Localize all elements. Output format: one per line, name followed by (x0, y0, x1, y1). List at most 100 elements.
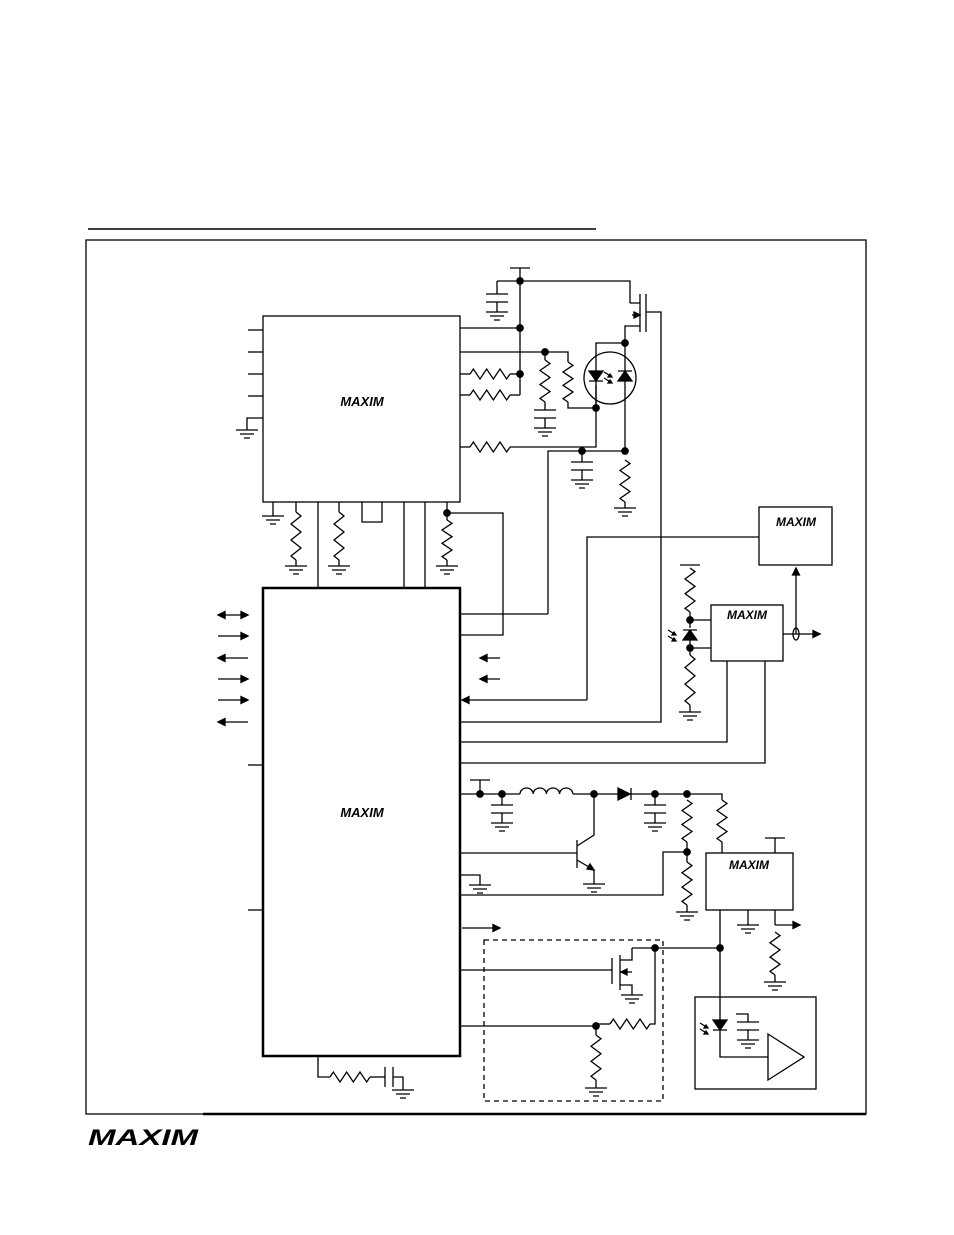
logo-chip-right-top: MAXIM (776, 515, 817, 529)
resistor (329, 1070, 371, 1084)
arrow-left-icon (478, 653, 488, 663)
wire (460, 661, 766, 764)
inductor (519, 787, 574, 795)
junction-dot (621, 447, 629, 455)
wire (631, 793, 723, 800)
mosfet-n (611, 948, 633, 995)
arrow-left-icon (478, 674, 488, 684)
wire (460, 851, 687, 896)
light-arrow-icon (606, 372, 614, 384)
photodiode-icon (681, 628, 699, 641)
capacitor (737, 1021, 759, 1040)
wire (460, 1025, 597, 1035)
ic-right-top (758, 506, 833, 566)
ic-right-low (705, 852, 794, 911)
arrow-right-icon (240, 674, 250, 684)
transistor-emitter-arrow-icon (585, 862, 596, 871)
junction-dot (476, 790, 484, 798)
logo-chip-right-mid: MAXIM (727, 608, 768, 622)
arrow-bidirectional-icon (216, 610, 250, 620)
arrow-right-icon (240, 631, 250, 641)
capacitor (384, 1067, 394, 1087)
resistor (469, 367, 511, 381)
ground-symbol (262, 515, 284, 525)
optocoupler-outline (583, 351, 637, 405)
junction-dot (683, 790, 691, 798)
arrow-up-icon (791, 566, 801, 576)
figure-frame (85, 239, 867, 1115)
resistor (618, 459, 632, 503)
mosfet-arrow-icon (633, 310, 642, 320)
ground-symbol (534, 427, 556, 437)
logo-chip-main-bottom: MAXIM (340, 805, 385, 820)
arrow-left-icon (216, 717, 226, 727)
logo-chip-main-top: MAXIM (340, 394, 385, 409)
resistor (683, 654, 697, 706)
resistor (469, 388, 511, 402)
jumper-loop (361, 502, 383, 523)
ground-symbol (679, 711, 701, 721)
wire (736, 1013, 749, 1022)
wire (460, 351, 569, 362)
wire (460, 874, 481, 885)
wire (576, 859, 595, 884)
ground-symbol (436, 565, 458, 575)
capacitor (644, 804, 666, 823)
resistor (538, 359, 552, 403)
ic-controller-top (262, 315, 461, 503)
ic-right-mid (710, 604, 784, 662)
capacitor (534, 409, 556, 428)
arrow-left-icon (216, 653, 226, 663)
resistor (469, 440, 511, 454)
ground-symbol (644, 822, 666, 832)
ground-symbol (737, 924, 759, 934)
resistor (589, 1034, 603, 1081)
wire (497, 280, 631, 303)
dashed-module (483, 939, 664, 1102)
wire (447, 512, 504, 636)
wire (719, 1030, 768, 1058)
ground-symbol (621, 994, 643, 1004)
logo-footer: MAXIM (88, 1125, 199, 1150)
wire (460, 661, 728, 743)
ground-symbol (571, 479, 593, 489)
ground-symbol (583, 883, 605, 893)
receiver-module (694, 996, 817, 1090)
wire (624, 325, 632, 343)
wire (510, 385, 597, 448)
pin (246, 417, 263, 430)
ground-symbol (328, 565, 350, 575)
light-arrow-icon (670, 630, 678, 642)
resistor (440, 519, 454, 561)
ground-symbol (285, 565, 307, 575)
ground-symbol (676, 911, 698, 921)
resistor (289, 511, 303, 561)
wire (317, 1056, 330, 1078)
resistor (715, 799, 729, 843)
diode-icon (587, 370, 605, 383)
diode-icon (617, 786, 632, 802)
photodiode-icon (616, 369, 634, 382)
resistor (683, 567, 697, 613)
wire (460, 311, 662, 723)
wire (567, 402, 596, 409)
resistor (768, 931, 782, 976)
capacitor (491, 804, 513, 823)
ground-symbol (236, 429, 258, 439)
ic-main (261, 586, 462, 1058)
arrow-right-icon (792, 920, 802, 930)
resistor (561, 361, 575, 403)
ground-symbol (614, 507, 636, 517)
arrow-right-icon (812, 629, 822, 639)
resistor (609, 1017, 651, 1031)
wire (595, 342, 625, 371)
arrow-left-icon (460, 695, 470, 705)
wire (576, 794, 595, 847)
ground-symbol (737, 1039, 759, 1049)
wire (547, 450, 625, 614)
wire (586, 536, 759, 700)
arrow-right-icon (492, 923, 502, 933)
amplifier-triangle (767, 1032, 806, 1082)
capacitor (486, 293, 508, 312)
